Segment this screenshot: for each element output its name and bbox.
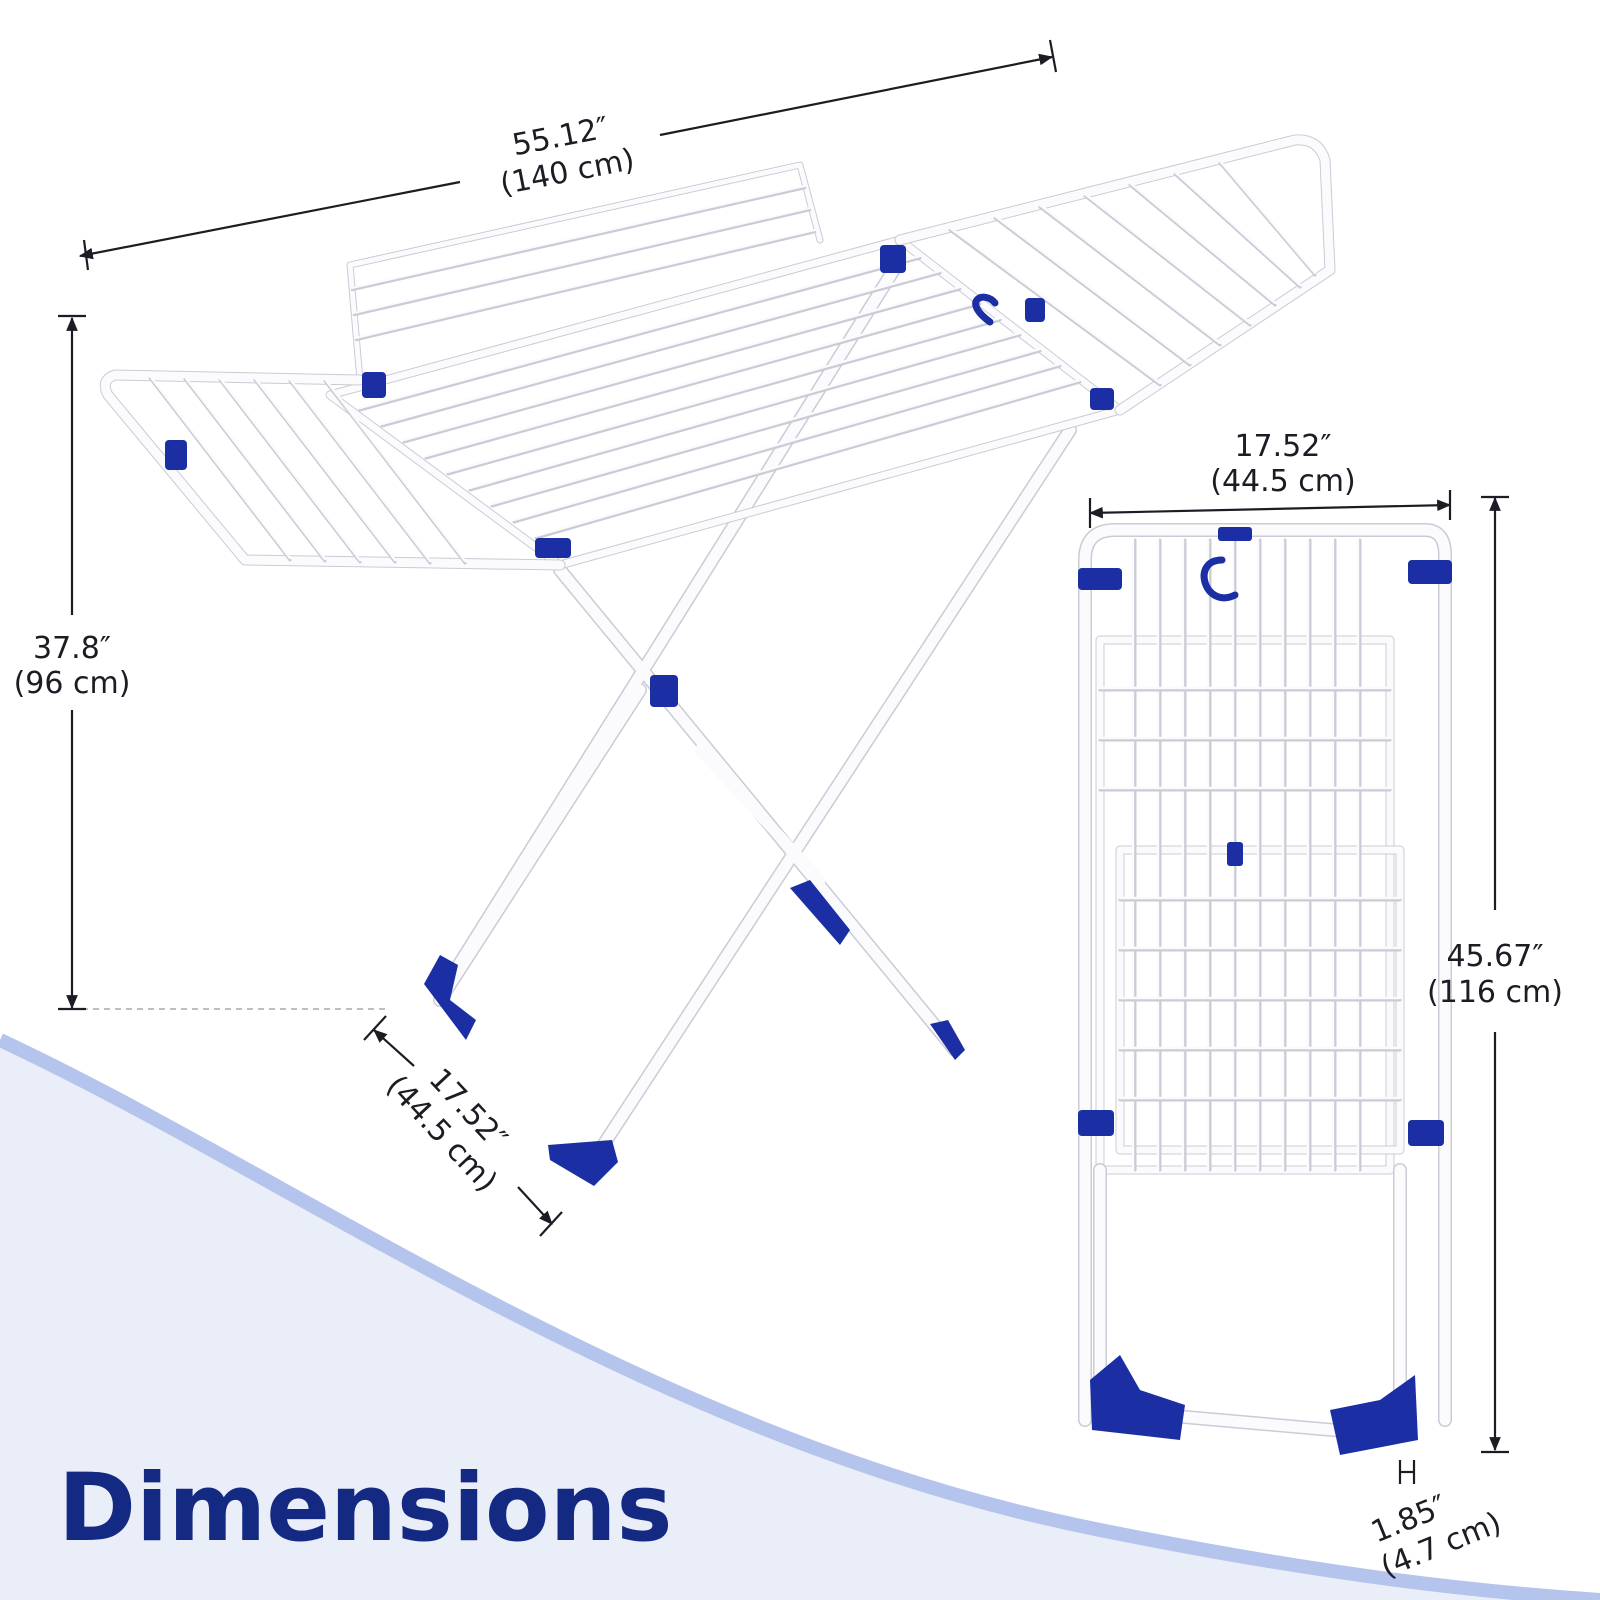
label-folded-width: 17.52″ (44.5 cm) xyxy=(1210,429,1355,499)
page-title: Dimensions xyxy=(58,1454,673,1563)
dimension-line-folded-width xyxy=(1088,490,1452,528)
background-wave xyxy=(0,1033,1600,1600)
folded-drying-rack-illustration xyxy=(1078,523,1452,1455)
rack-blue-parts xyxy=(165,245,1114,1186)
open-height-imperial: 37.8″ xyxy=(33,631,111,666)
dimension-line-open-depth xyxy=(363,1015,563,1237)
open-drying-rack-illustration xyxy=(99,134,1336,1186)
folded-rack-blue-parts xyxy=(1078,527,1452,1455)
dimension-line-folded-height xyxy=(1481,495,1509,1454)
folded-width-metric: (44.5 cm) xyxy=(1210,464,1355,499)
rack-legs xyxy=(433,253,1077,1157)
label-folded-height: 45.67″ (116 cm) xyxy=(1427,939,1563,1010)
rack-back-raised-panel xyxy=(346,161,824,384)
rack-left-wing xyxy=(99,369,566,571)
label-open-depth: 17.52″ (44.5 cm) xyxy=(379,1062,514,1199)
dimension-line-folded-thickness xyxy=(1398,1460,1416,1484)
label-open-length: 55.12″ (140 cm) xyxy=(497,110,637,202)
dimension-line-open-height xyxy=(58,314,86,1011)
rack-center-panel xyxy=(325,235,1125,570)
label-open-height: 37.8″ (96 cm) xyxy=(14,631,131,701)
folded-height-imperial: 45.67″ xyxy=(1446,939,1543,974)
rack-right-wing xyxy=(894,134,1336,416)
folded-width-imperial: 17.52″ xyxy=(1234,429,1331,464)
folded-height-metric: (116 cm) xyxy=(1427,975,1563,1010)
open-height-metric: (96 cm) xyxy=(14,666,131,701)
dimension-line-open-length xyxy=(78,39,1058,271)
label-folded-thickness: 1.85″ (4.7 cm) xyxy=(1366,1489,1506,1586)
